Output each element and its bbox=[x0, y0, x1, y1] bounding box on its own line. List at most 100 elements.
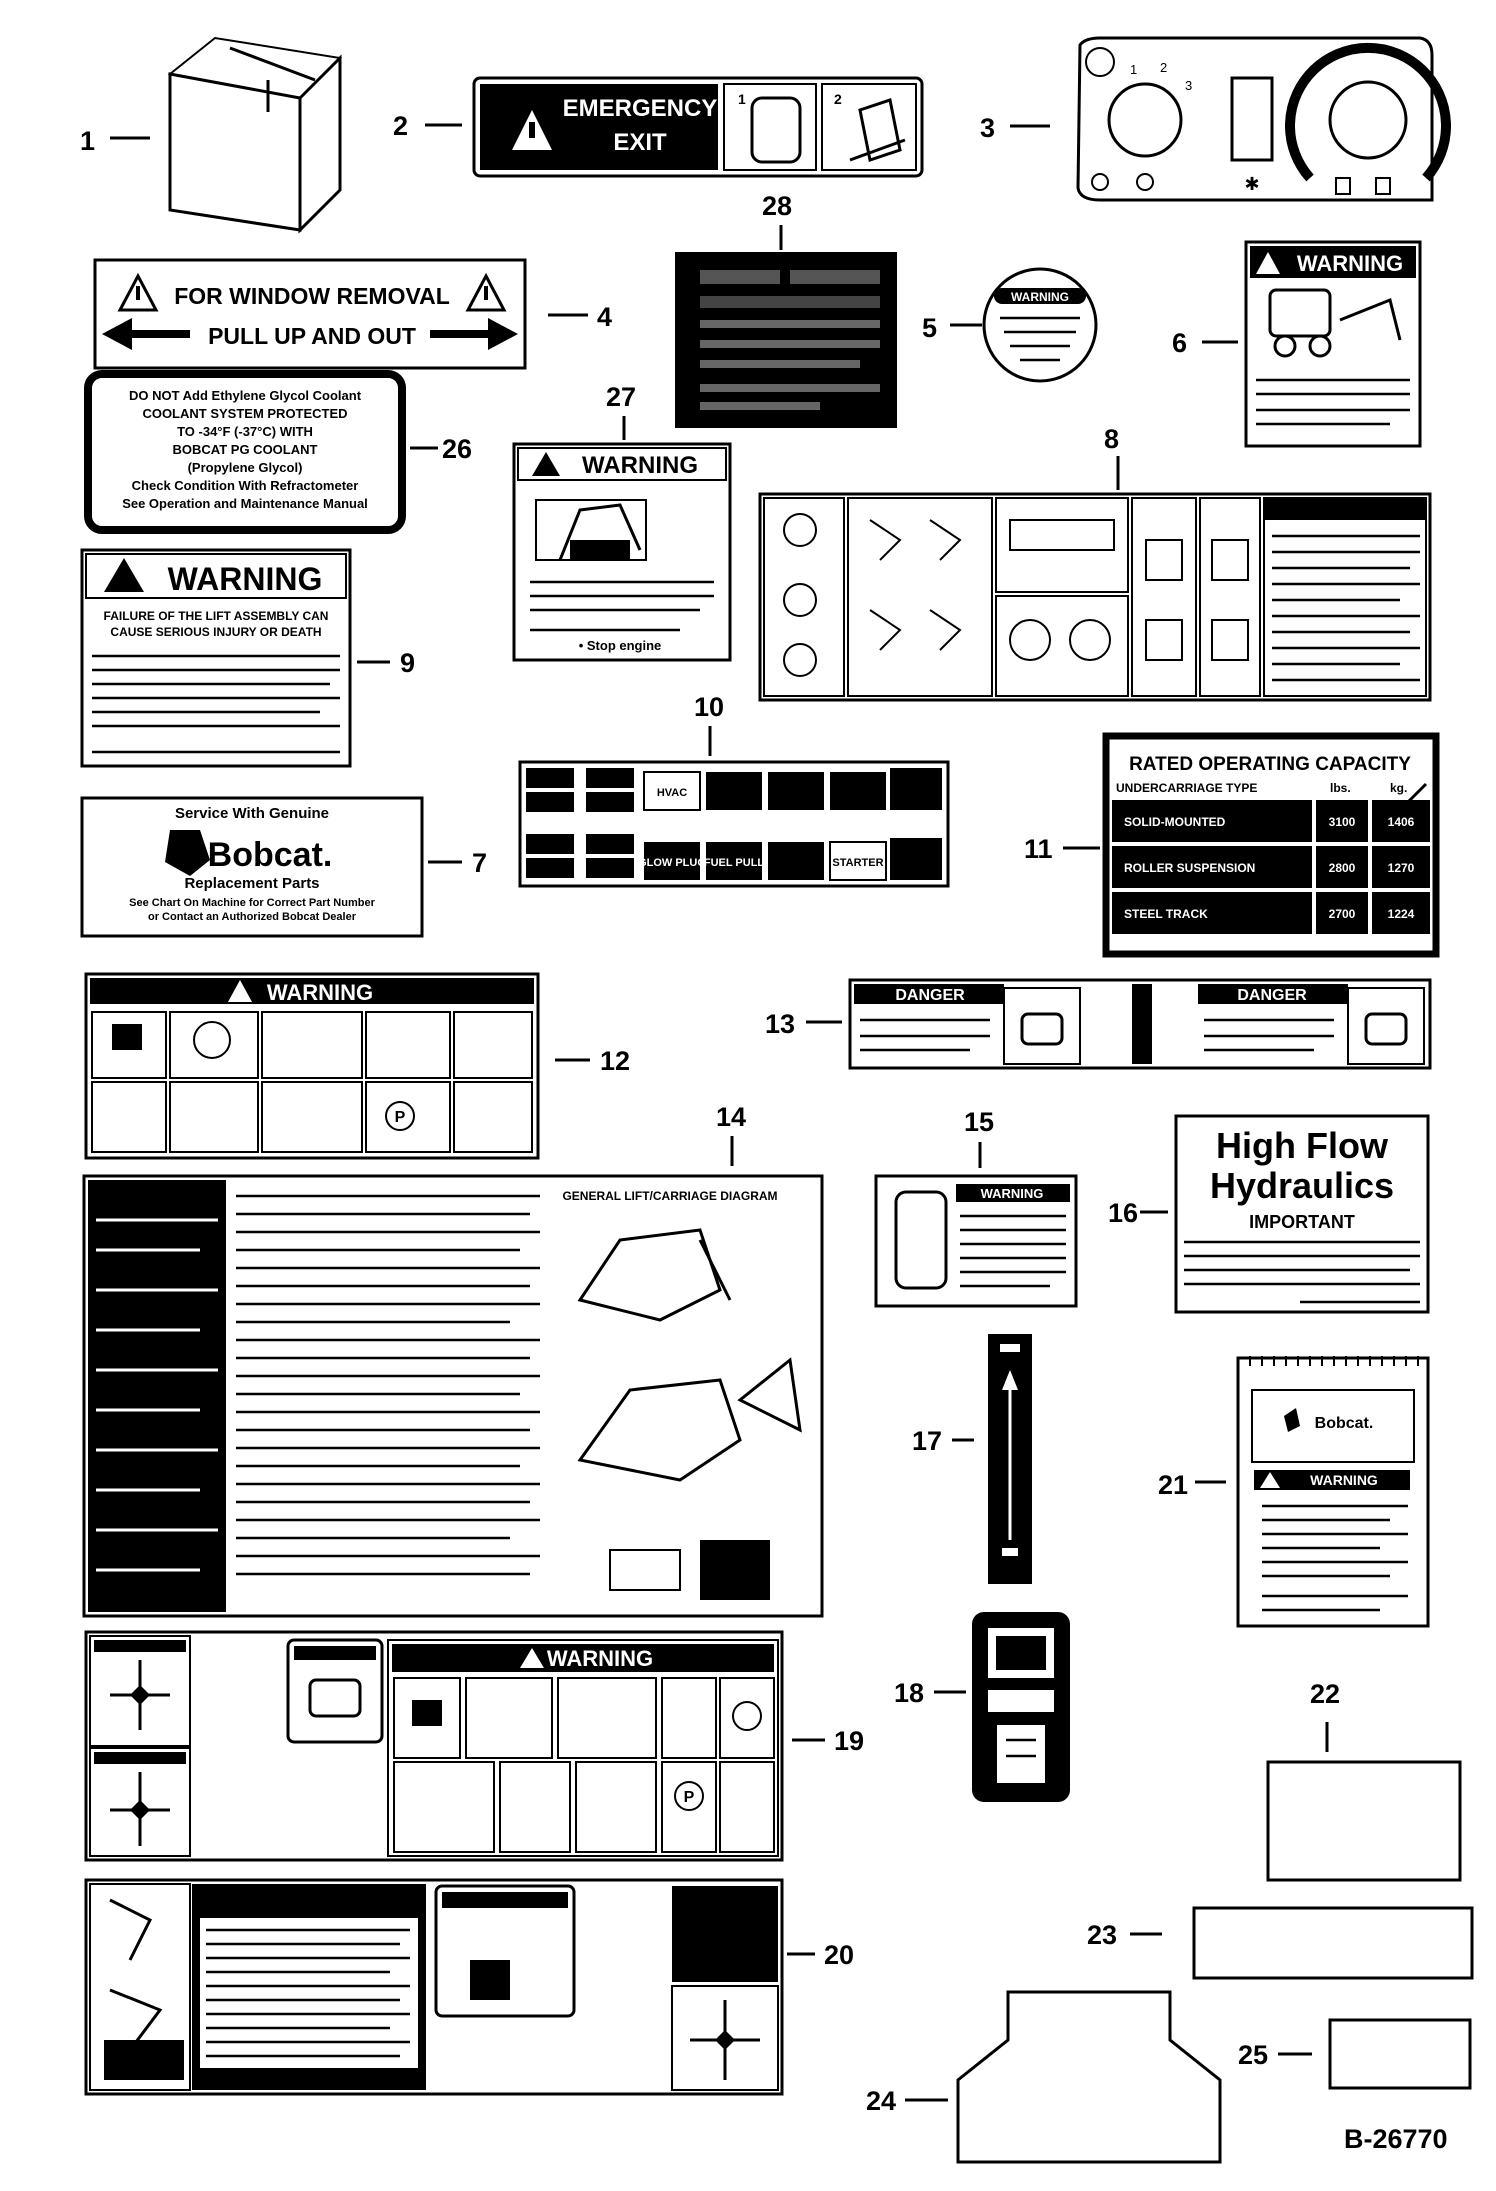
decal-7-line4: or Contact an Authorized Bobcat Dealer bbox=[148, 911, 357, 923]
decal-25-blank bbox=[1328, 2018, 1472, 2090]
decal-26-l6: Check Condition With Refractometer bbox=[132, 478, 359, 493]
decal-2-step2: 2 bbox=[834, 91, 842, 107]
decal-21-manual: Bobcat. WARNING bbox=[1236, 1356, 1430, 1628]
decal-7-line1: Service With Genuine bbox=[175, 805, 329, 822]
decal-11-r1-kg: 1406 bbox=[1388, 815, 1415, 829]
callout-14: 14 bbox=[716, 1102, 746, 1132]
decal-2-step1: 1 bbox=[738, 91, 746, 107]
callout-22: 22 bbox=[1310, 1679, 1340, 1709]
decal-11-title: RATED OPERATING CAPACITY bbox=[1129, 754, 1411, 775]
decal-21-header: WARNING bbox=[1310, 1472, 1378, 1488]
decal-3-n2: 2 bbox=[1160, 60, 1167, 75]
decal-10-hvac: HVAC bbox=[657, 787, 687, 799]
callout-18: 18 bbox=[894, 1678, 924, 1708]
decal-2-line2: EXIT bbox=[613, 129, 667, 156]
decal-12-header: WARNING bbox=[267, 980, 373, 1005]
decal-9-line1: FAILURE OF THE LIFT ASSEMBLY CAN bbox=[104, 609, 329, 623]
callout-5: 5 bbox=[922, 313, 937, 343]
decal-2-line1: EMERGENCY bbox=[563, 95, 718, 122]
decal-16-line1: High Flow bbox=[1216, 1125, 1389, 1166]
decal-5-header: WARNING bbox=[1011, 290, 1069, 304]
svg-text:P: P bbox=[395, 1109, 406, 1126]
decal-28-instruction bbox=[675, 252, 897, 428]
callout-15: 15 bbox=[964, 1107, 994, 1137]
decal-27-header: WARNING bbox=[582, 452, 698, 479]
decal-3-control-panel: 1 2 3 ✱ bbox=[1076, 36, 1451, 202]
decal-24-shape bbox=[956, 1990, 1222, 2164]
decal-11-r1-type: SOLID-MOUNTED bbox=[1124, 815, 1226, 829]
callout-23: 23 bbox=[1087, 1920, 1117, 1950]
decal-11-col-lbs: lbs. bbox=[1330, 781, 1351, 795]
decal-19-warning: WARNING P bbox=[84, 1630, 784, 1862]
decal-10-switch-panel: HVAC GLOW PLUG FUEL PULL STARTER bbox=[518, 760, 950, 888]
decal-14-lift-diagram: GENERAL LIFT/CARRIAGE DIAGRAM bbox=[82, 1174, 824, 1618]
decal-11-r1-lbs: 3100 bbox=[1329, 815, 1356, 829]
callout-24: 24 bbox=[866, 2086, 896, 2116]
callout-1: 1 bbox=[80, 126, 95, 156]
callout-26: 26 bbox=[442, 434, 472, 464]
decal-13-right: DANGER bbox=[1237, 987, 1307, 1004]
decal-5-round-warning: WARNING bbox=[982, 267, 1098, 383]
decal-6-header: WARNING bbox=[1297, 251, 1403, 276]
callout-2: 2 bbox=[393, 111, 408, 141]
decal-26-coolant: DO NOT Add Ethylene Glycol Coolant COOLA… bbox=[84, 370, 406, 534]
svg-text:✱: ✱ bbox=[1244, 174, 1259, 194]
decal-7-genuine-parts: Service With Genuine Bobcat. Replacement… bbox=[80, 796, 424, 938]
callout-12: 12 bbox=[600, 1046, 630, 1076]
decal-4-line2: PULL UP AND OUT bbox=[208, 323, 416, 349]
callout-20: 20 bbox=[824, 1940, 854, 1970]
callout-28: 28 bbox=[762, 191, 792, 221]
decal-20-instruction bbox=[84, 1878, 784, 2096]
decal-17-strip bbox=[988, 1334, 1032, 1584]
decal-26-l1: DO NOT Add Ethylene Glycol Coolant bbox=[129, 388, 362, 403]
decal-7-line2: Replacement Parts bbox=[184, 875, 319, 892]
decal-11-r3-lbs: 2700 bbox=[1329, 907, 1356, 921]
decal-27-footer: • Stop engine bbox=[579, 638, 662, 653]
decal-11-r2-type: ROLLER SUSPENSION bbox=[1124, 861, 1255, 875]
svg-text:P: P bbox=[684, 1789, 695, 1806]
callout-3: 3 bbox=[980, 113, 995, 143]
decal-11-r2-kg: 1270 bbox=[1388, 861, 1415, 875]
decal-8-operation bbox=[758, 492, 1432, 702]
decal-21-brand: Bobcat. bbox=[1315, 1415, 1374, 1432]
callout-16: 16 bbox=[1108, 1198, 1138, 1228]
decal-26-l2: COOLANT SYSTEM PROTECTED bbox=[142, 406, 347, 421]
decal-12-warning: WARNING P bbox=[84, 972, 540, 1160]
callout-19: 19 bbox=[834, 1726, 864, 1756]
decal-16-sub: IMPORTANT bbox=[1249, 1212, 1355, 1232]
decal-13-left: DANGER bbox=[895, 987, 965, 1004]
decal-14-title: GENERAL LIFT/CARRIAGE DIAGRAM bbox=[562, 1189, 777, 1203]
decal-6-warning: WARNING bbox=[1244, 240, 1422, 448]
decal-26-l4: BOBCAT PG COOLANT bbox=[173, 442, 318, 457]
callout-8: 8 bbox=[1104, 424, 1119, 454]
decal-11-r2-lbs: 2800 bbox=[1329, 861, 1356, 875]
callout-21: 21 bbox=[1158, 1470, 1188, 1500]
decal-9-warning: WARNING FAILURE OF THE LIFT ASSEMBLY CAN… bbox=[80, 548, 352, 768]
decal-4-window-removal: FOR WINDOW REMOVAL PULL UP AND OUT bbox=[93, 258, 527, 370]
decal-10-fuel-pull: FUEL PULL bbox=[704, 857, 765, 869]
decal-16-high-flow: High Flow Hydraulics IMPORTANT bbox=[1174, 1114, 1430, 1314]
callout-4: 4 bbox=[597, 302, 612, 332]
decal-22-blank bbox=[1266, 1760, 1462, 1882]
item-1-box bbox=[167, 36, 343, 234]
decal-19-header: WARNING bbox=[547, 1646, 653, 1671]
callout-25: 25 bbox=[1238, 2040, 1268, 2070]
decal-9-header: WARNING bbox=[168, 561, 323, 597]
decal-7-line3: See Chart On Machine for Correct Part Nu… bbox=[129, 897, 375, 909]
decal-23-blank bbox=[1192, 1906, 1474, 1980]
callout-17: 17 bbox=[912, 1426, 942, 1456]
decal-16-line2: Hydraulics bbox=[1210, 1165, 1394, 1206]
decal-2-emergency-exit: EMERGENCY EXIT 1 2 bbox=[472, 76, 924, 178]
decal-7-brand: Bobcat. bbox=[208, 836, 333, 874]
decal-9-line2: CAUSE SERIOUS INJURY OR DEATH bbox=[110, 625, 321, 639]
callout-13: 13 bbox=[765, 1009, 795, 1039]
callout-11: 11 bbox=[1024, 834, 1053, 864]
drawing-number: B-26770 bbox=[1344, 2124, 1448, 2154]
decal-15-header: WARNING bbox=[981, 1186, 1044, 1201]
decal-11-col-kg: kg. bbox=[1390, 781, 1407, 795]
decal-11-r3-kg: 1224 bbox=[1388, 907, 1415, 921]
decal-18-machine bbox=[972, 1612, 1070, 1802]
decal-10-glow-plug: GLOW PLUG bbox=[638, 857, 706, 869]
callout-7: 7 bbox=[472, 848, 487, 878]
